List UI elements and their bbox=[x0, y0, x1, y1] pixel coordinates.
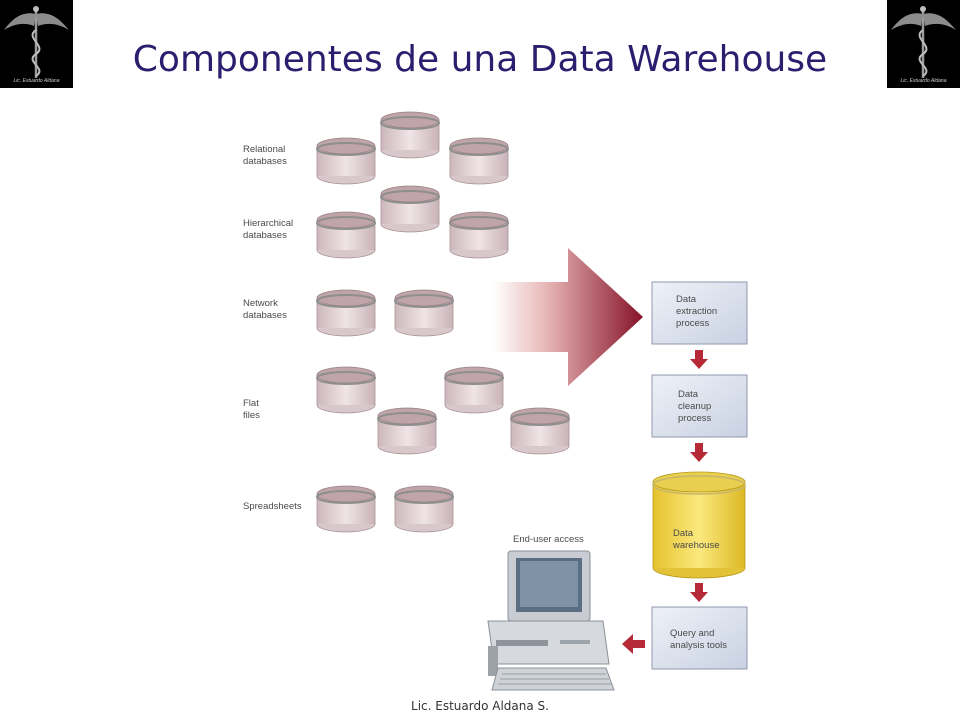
database-icon bbox=[394, 289, 454, 337]
down-arrow-icon bbox=[690, 443, 708, 462]
big-arrow-icon bbox=[493, 248, 643, 386]
logo-right: Lic. Estuardo Aldana bbox=[887, 0, 960, 88]
down-arrow-icon bbox=[690, 583, 708, 602]
database-icon bbox=[449, 211, 509, 259]
database-icon bbox=[316, 289, 376, 337]
database-icon bbox=[316, 211, 376, 259]
label-extraction: Data extraction process bbox=[676, 294, 718, 329]
database-icon bbox=[316, 137, 376, 185]
label-network: Network databases bbox=[243, 298, 287, 321]
cleanup-box bbox=[651, 374, 748, 438]
footer-text: Lic. Estuardo Aldana S. bbox=[411, 699, 549, 713]
database-icon bbox=[394, 485, 454, 533]
label-cleanup: Data cleanup process bbox=[678, 389, 712, 424]
warehouse-cylinder bbox=[652, 471, 746, 579]
left-arrow-icon bbox=[622, 634, 645, 654]
logo-left: Lic. Estuardo Aldana bbox=[0, 0, 73, 88]
label-spreadsheets: Spreadsheets bbox=[243, 501, 302, 512]
label-relational: Relational databases bbox=[243, 144, 287, 167]
extraction-box bbox=[651, 281, 748, 345]
database-icon bbox=[316, 366, 376, 414]
database-icon bbox=[316, 485, 376, 533]
computer-icon bbox=[487, 550, 615, 691]
down-arrow-icon bbox=[690, 350, 708, 369]
database-icon bbox=[510, 407, 570, 455]
caduceus-icon bbox=[4, 6, 69, 78]
page-title: Componentes de una Data Warehouse bbox=[132, 39, 828, 80]
query-box bbox=[651, 606, 748, 670]
label-flat-files: Flat files bbox=[243, 398, 260, 421]
label-warehouse: Data warehouse bbox=[673, 528, 720, 551]
caduceus-icon bbox=[891, 6, 956, 78]
logo-caption: Lic. Estuardo Aldana bbox=[900, 78, 947, 84]
database-icon bbox=[380, 185, 440, 233]
label-end-user: End-user access bbox=[513, 534, 584, 545]
database-icon bbox=[380, 111, 440, 159]
label-query: Query and analysis tools bbox=[670, 628, 728, 651]
database-icon bbox=[449, 137, 509, 185]
database-icon bbox=[444, 366, 504, 414]
logo-caption: Lic. Estuardo Aldana bbox=[13, 78, 60, 84]
database-icon bbox=[377, 407, 437, 455]
label-hierarchical: Hierarchical databases bbox=[243, 218, 294, 241]
